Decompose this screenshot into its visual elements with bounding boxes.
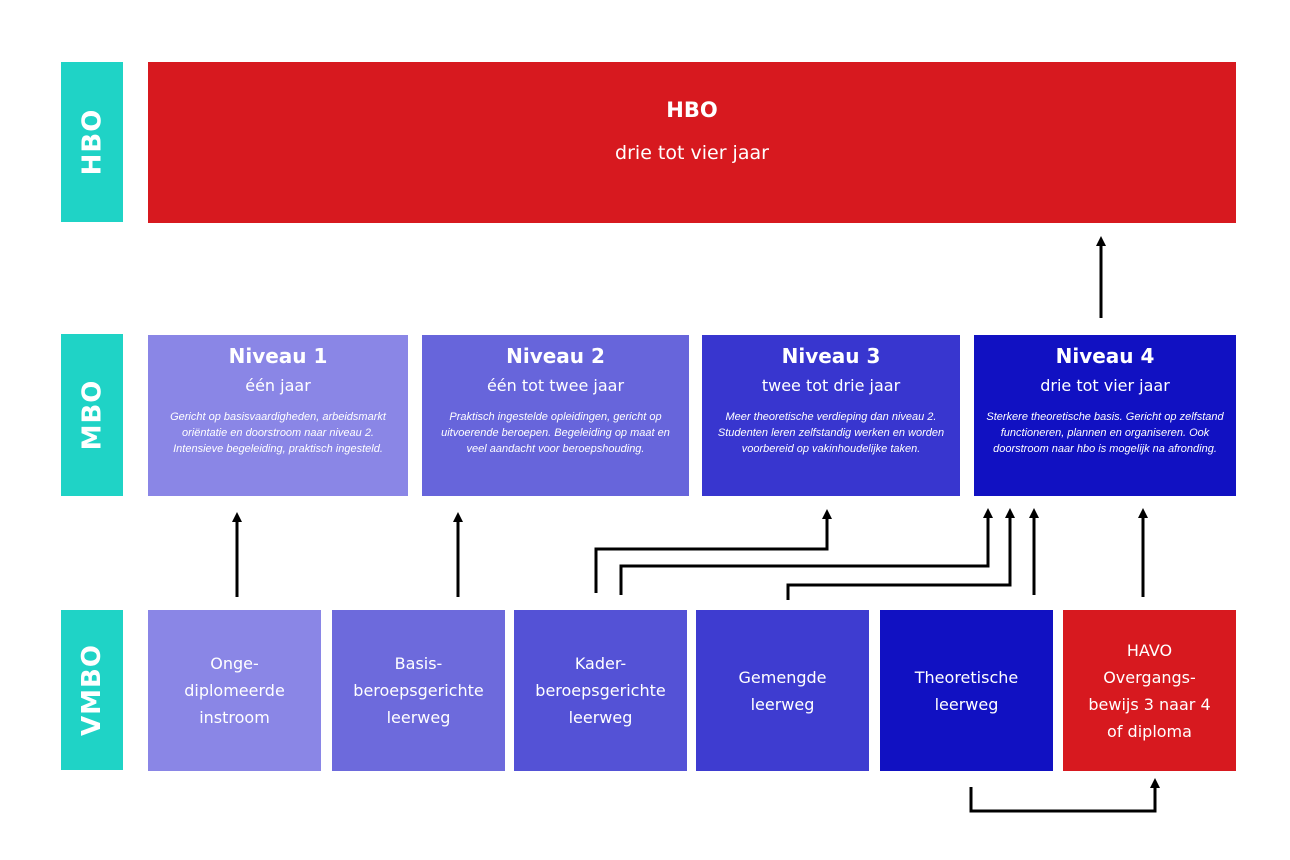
arrow-theoretisch-to-havo (969, 778, 1160, 813)
mbo-description: Meer theoretische verdieping dan niveau … (717, 411, 945, 455)
mbo-description: Sterkere theoretische basis. Gericht op … (986, 411, 1224, 455)
mbo-duration: één jaar (245, 376, 311, 395)
hbo-title: HBO (666, 98, 718, 122)
vmbo-label: Theoretische leerweg (914, 667, 1019, 714)
vmbo-side-label: VMBO (61, 610, 123, 770)
vmbo-ongediplomeerde-instroom: Onge- diplomeerde instroom (148, 610, 321, 771)
hbo-box: HBO drie tot vier jaar (148, 62, 1236, 223)
mbo-niveau-4: Niveau 4 drie tot vier jaar Sterkere the… (974, 335, 1236, 496)
vmbo-gemengde-leerweg: Gemengde leerweg (696, 610, 869, 771)
mbo-description: Gericht op basisvaardigheden, arbeidsmar… (170, 411, 386, 455)
mbo-niveau-1: Niveau 1 één jaar Gericht op basisvaardi… (148, 335, 408, 496)
vmbo-havo: HAVO Overgangs- bewijs 3 naar 4 of diplo… (1063, 610, 1236, 771)
vmbo-label: Kader- beroepsgerichte leerweg (535, 654, 666, 727)
mbo-niveau-3: Niveau 3 twee tot drie jaar Meer theoret… (702, 335, 960, 496)
mbo-duration: twee tot drie jaar (761, 376, 901, 395)
arrow-kader-to-niveau4 (619, 508, 993, 595)
mbo-side-label: MBO (61, 334, 123, 496)
mbo-title: Niveau 4 (1055, 344, 1155, 368)
mbo-title: Niveau 3 (781, 344, 881, 368)
vmbo-label: HAVO Overgangs- bewijs 3 naar 4 of diplo… (1088, 640, 1211, 741)
vmbo-basisberoepsgerichte-leerweg: Basis- beroepsgerichte leerweg (332, 610, 505, 771)
vmbo-kaderberoepsgerichte-leerweg: Kader- beroepsgerichte leerweg (514, 610, 687, 771)
arrow-kader-to-niveau3 (594, 509, 832, 593)
mbo-title: Niveau 1 (228, 344, 328, 368)
vmbo-label: Onge- diplomeerde instroom (184, 654, 285, 727)
hbo-side-label: HBO (61, 62, 123, 222)
hbo-duration: drie tot vier jaar (615, 142, 769, 164)
mbo-title: Niveau 2 (506, 344, 605, 368)
vmbo-label: Basis- beroepsgerichte leerweg (353, 654, 484, 727)
mbo-duration: drie tot vier jaar (1040, 376, 1170, 395)
arrow-gemengd-to-niveau4 (786, 508, 1015, 600)
mbo-description: Praktisch ingestelde opleidingen, gerich… (441, 411, 670, 455)
vmbo-label: Gemengde leerweg (738, 667, 827, 714)
mbo-niveau-2: Niveau 2 één tot twee jaar Praktisch ing… (422, 335, 689, 496)
mbo-duration: één tot twee jaar (486, 376, 625, 395)
vmbo-theoretische-leerweg: Theoretische leerweg (880, 610, 1053, 771)
